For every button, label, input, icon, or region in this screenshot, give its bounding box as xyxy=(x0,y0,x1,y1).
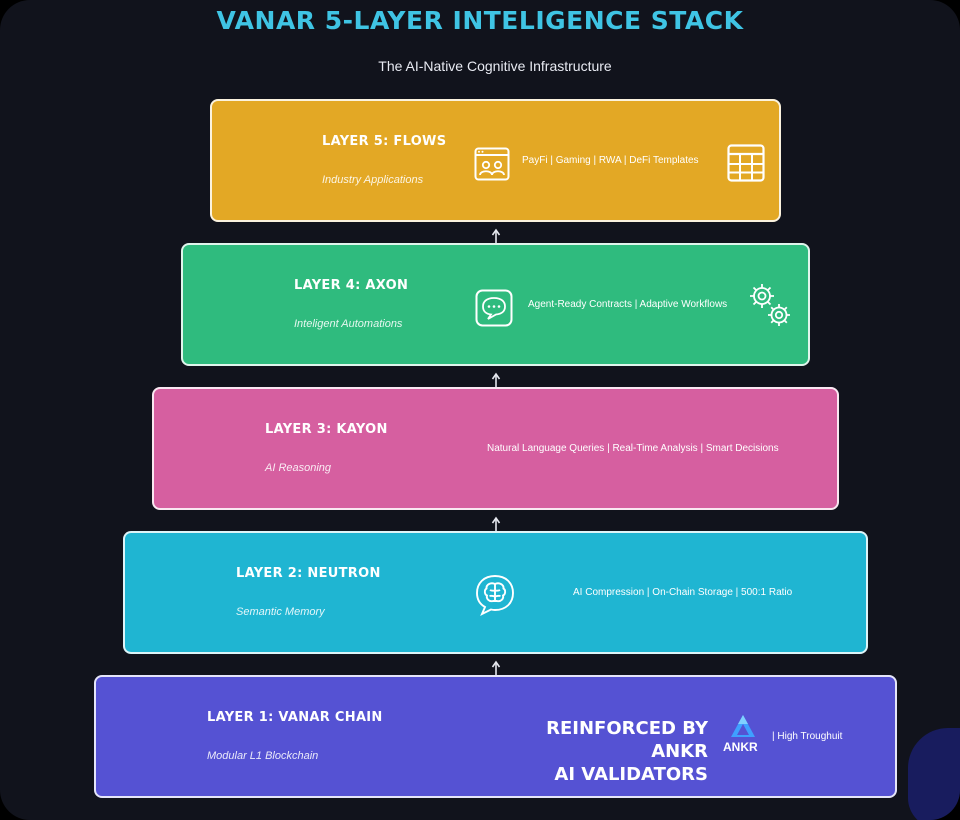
ankr-highlight-line-2: AI VALIDATORS xyxy=(554,764,708,785)
layer-3-subtitle: AI Reasoning xyxy=(265,462,332,474)
diagram-title: VANAR 5-LAYER INTELIGENCE STACK xyxy=(216,6,744,35)
people-window-icon xyxy=(474,147,510,181)
diagram-subtitle: The AI-Native Cognitive Infrastructure xyxy=(378,58,612,74)
layer-4-name: LAYER 4: AXON xyxy=(294,278,409,293)
layer-4-box: LAYER 4: AXON Inteligent Automations Age… xyxy=(181,243,810,366)
layer-3-box: LAYER 3: KAYON AI Reasoning Natural Lang… xyxy=(152,387,839,510)
layer-5-features: PayFi | Gaming | RWA | DeFi Templates xyxy=(522,155,699,166)
layer-4-subtitle: Inteligent Automations xyxy=(294,318,403,330)
layer-1-name: LAYER 1: VANAR CHAIN xyxy=(207,710,383,725)
layer-5-subtitle: Industry Applications xyxy=(322,174,424,186)
layer-5-box: LAYER 5: FLOWS Industry Applications Pay… xyxy=(210,99,781,222)
layer-2-name: LAYER 2: NEUTRON xyxy=(236,566,381,581)
layer-3-features: Natural Language Queries | Real-Time Ana… xyxy=(487,443,779,454)
layer-1-box: LAYER 1: VANAR CHAIN Modular L1 Blockcha… xyxy=(94,675,897,798)
corner-decoration xyxy=(908,728,960,820)
gears-icon xyxy=(750,284,790,326)
layer-2-features: AI Compression | On-Chain Storage | 500:… xyxy=(573,587,793,598)
layer-5-name: LAYER 5: FLOWS xyxy=(322,134,447,149)
ankr-highlight-line-1: REINFORCED BY ANKR xyxy=(546,718,708,762)
layer-1-subtitle: Modular L1 Blockchain xyxy=(207,750,319,762)
ankr-logo-icon xyxy=(731,715,755,737)
ankr-highlight: REINFORCED BY ANKR AI VALIDATORS xyxy=(492,717,708,786)
layer-2-box: LAYER 2: NEUTRON Semantic Memory AI Comp… xyxy=(123,531,868,654)
ankr-logo-text: ANKR xyxy=(723,740,758,754)
layer-2-subtitle: Semantic Memory xyxy=(236,606,325,618)
chat-bubble-icon xyxy=(475,289,513,327)
brain-chat-icon xyxy=(476,575,514,617)
layer-4-features: Agent-Ready Contracts | Adaptive Workflo… xyxy=(528,299,728,310)
layer-1-features: | High Troughuit xyxy=(772,731,843,742)
layer-3-name: LAYER 3: KAYON xyxy=(265,422,388,437)
grid-template-icon xyxy=(727,144,765,182)
